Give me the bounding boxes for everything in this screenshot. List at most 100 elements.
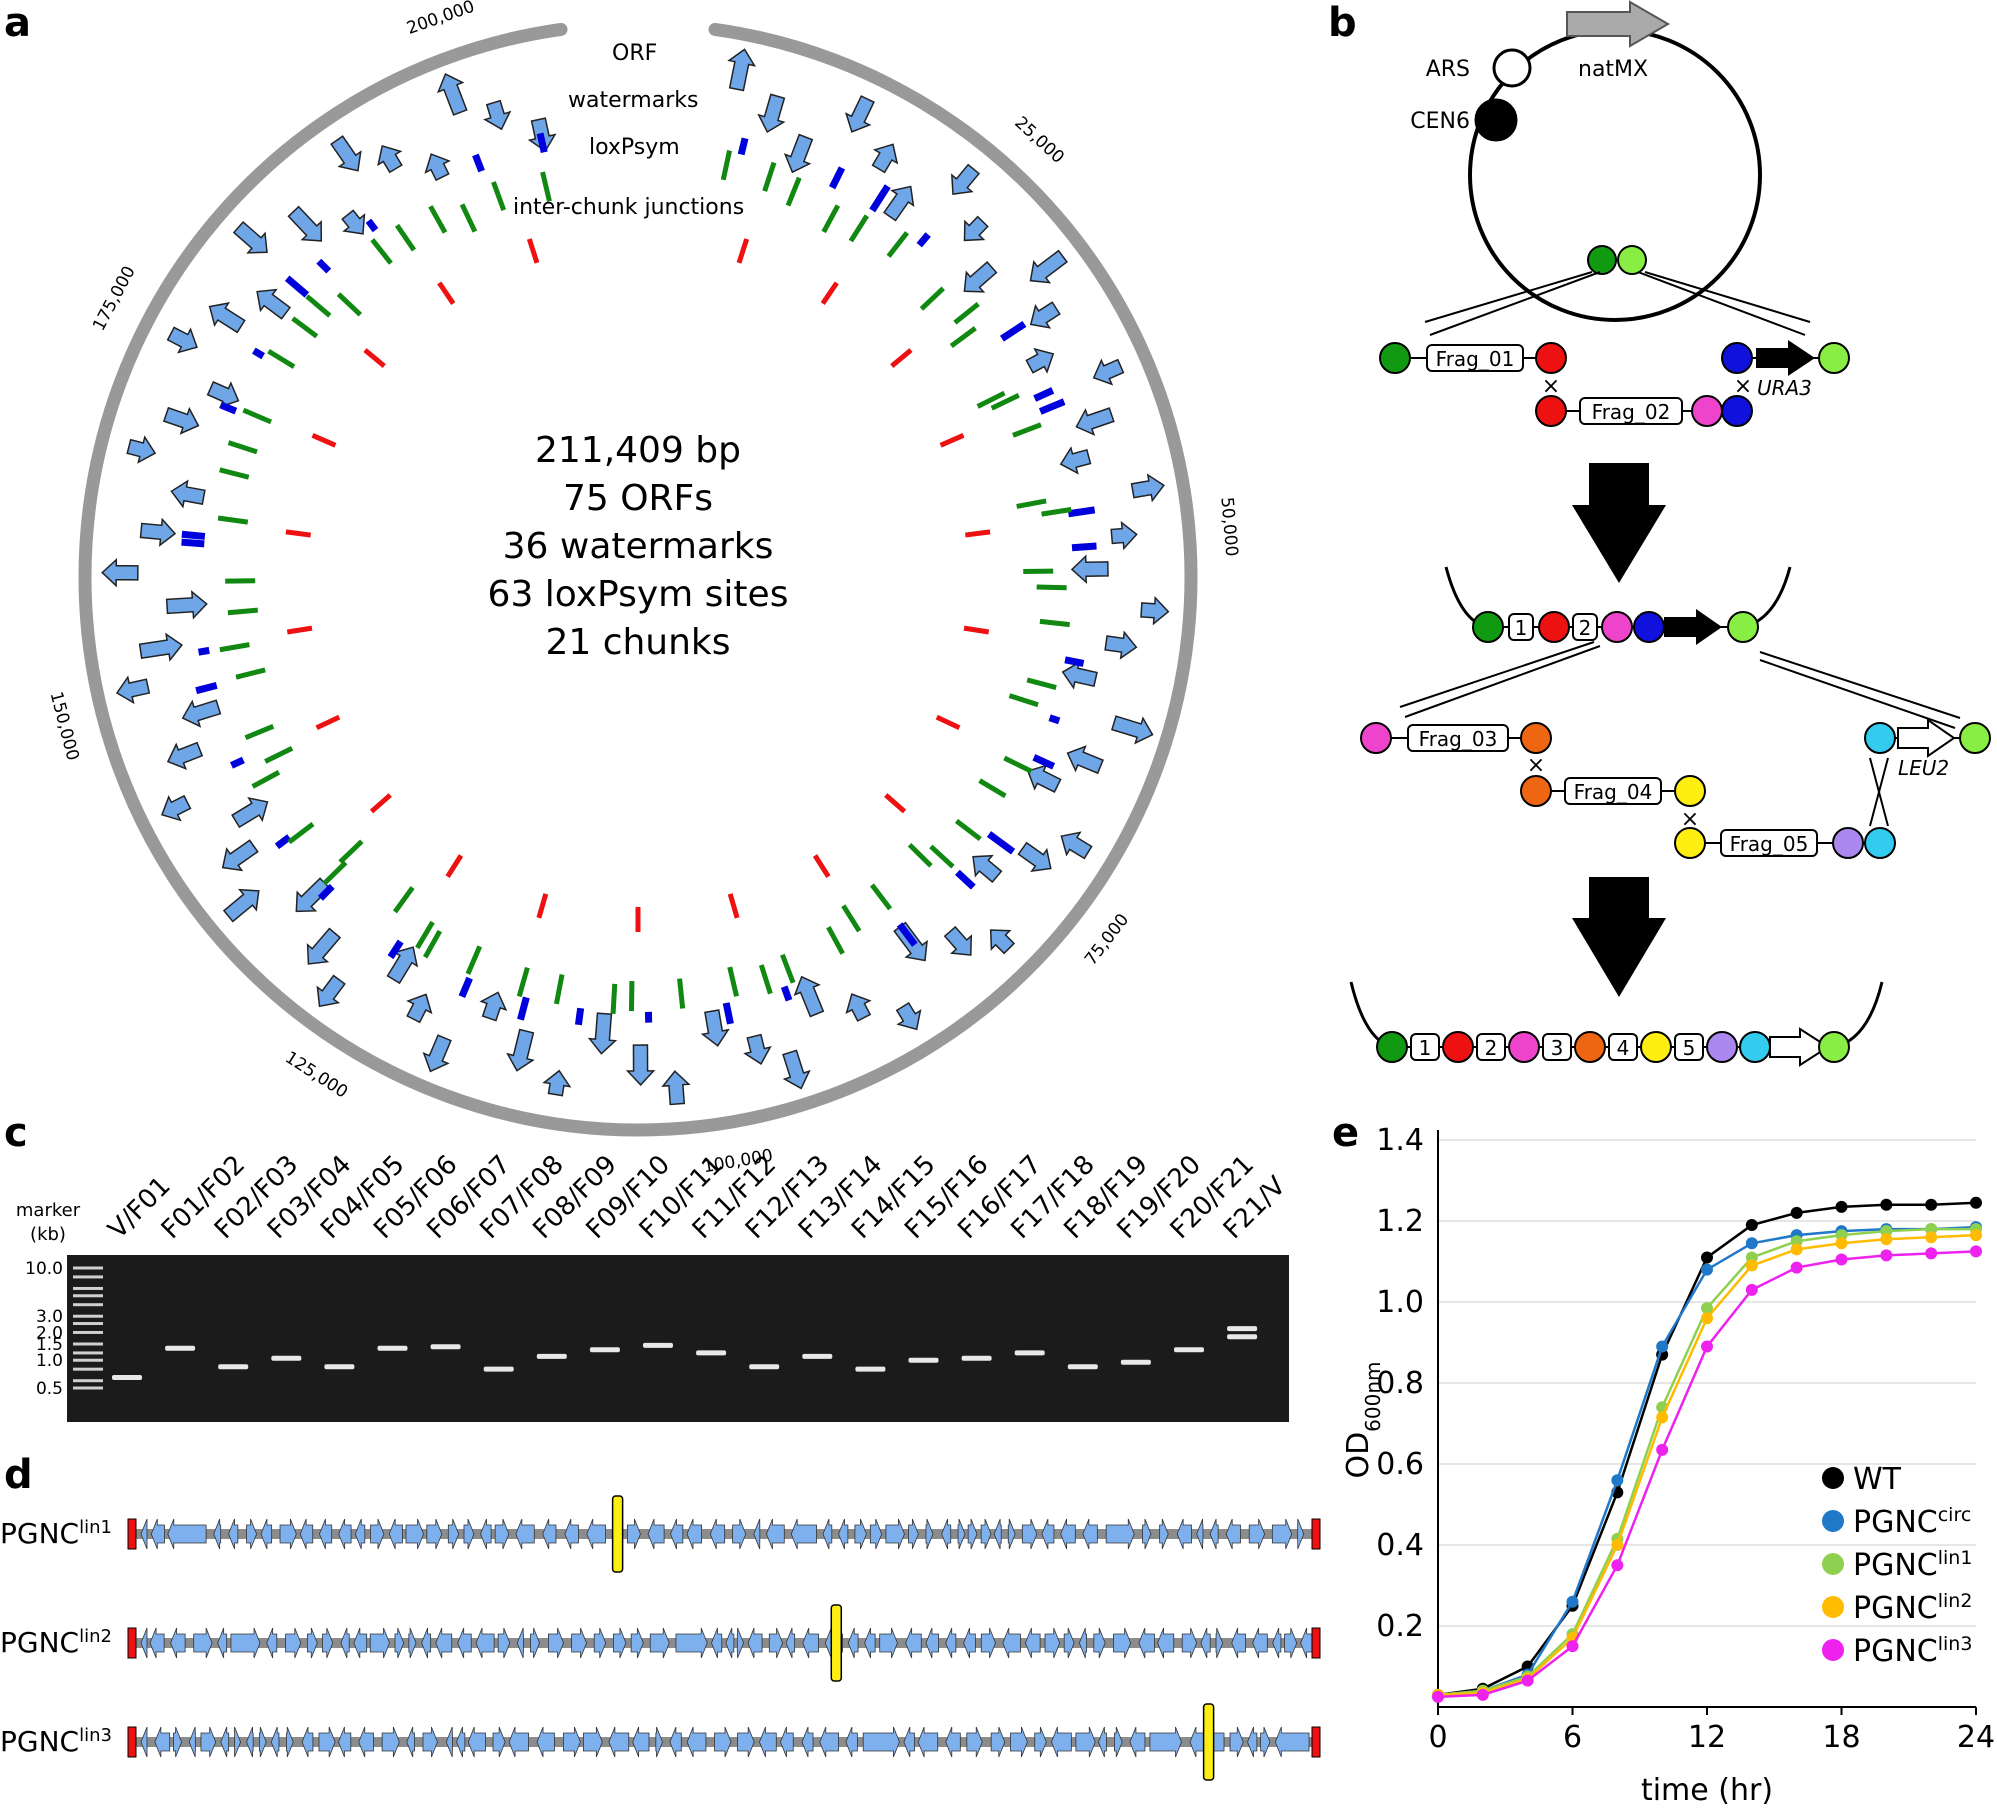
watermark-mark <box>780 985 793 1002</box>
orf-arrow-icon <box>862 1726 900 1758</box>
series-point <box>1701 1312 1713 1325</box>
orf-arrow-icon <box>990 1726 1006 1758</box>
junction-mark <box>445 854 464 878</box>
series-point <box>1970 1229 1982 1242</box>
orf-arrow-icon <box>1157 1627 1175 1659</box>
loxpsym-mark <box>219 467 250 480</box>
orf-arrow-icon <box>479 991 508 1022</box>
orf-arrow-icon <box>1110 715 1154 745</box>
gel-band <box>802 1353 833 1359</box>
watermark-mark <box>387 939 404 960</box>
orf-arrow-icon <box>447 1518 460 1550</box>
marker-size-label: 1.5 <box>36 1335 63 1355</box>
loxpsym-mark <box>491 181 507 212</box>
orf-arrow-icon <box>686 1726 707 1758</box>
orf-arrow-icon <box>753 1518 761 1550</box>
intermediate-construct: 1 2 <box>1399 566 1961 729</box>
legend-entry-sup: lin1 <box>1938 1547 1973 1569</box>
loxpsym-mark <box>785 176 802 207</box>
orf-arrow-icon <box>980 1627 996 1659</box>
orf-arrow-icon <box>925 1518 934 1550</box>
orf-arrow-icon <box>230 1627 261 1659</box>
linearization-site-marker <box>1202 1703 1215 1781</box>
gel-band <box>430 1344 461 1350</box>
orf-arrow-icon <box>1209 1518 1219 1550</box>
watermark-mark <box>1032 754 1056 770</box>
panel-c: c marker (kb) V/F01F01/F02F02/F03F03/F04… <box>4 1110 1292 1422</box>
fragment-box-label: 4 <box>1617 1036 1630 1060</box>
orf-arrow-icon <box>1070 554 1109 584</box>
orf-arrow-icon <box>1149 1726 1182 1758</box>
loxpsym-mark <box>1016 498 1047 509</box>
loxpsym-mark <box>553 974 565 1005</box>
orf-arrow-icon <box>1092 358 1125 386</box>
orf-arrow-icon <box>1247 1726 1258 1758</box>
genome-tick-label: 50,000 <box>1216 496 1241 557</box>
leu2-arrow-icon <box>1897 718 1956 758</box>
watermark-mark <box>472 153 485 173</box>
orf-arrow-icon <box>330 135 362 172</box>
orf-arrow-icon <box>1002 1627 1021 1659</box>
watermark-mark <box>229 756 245 769</box>
panel-a-label: a <box>4 0 31 46</box>
loxpsym-mark <box>886 231 909 258</box>
series-point <box>1925 1231 1938 1244</box>
series-point <box>1566 1640 1579 1653</box>
loxpsym-mark <box>1012 422 1042 438</box>
orf-arrow-icon <box>1113 1627 1132 1659</box>
gel-band <box>112 1374 142 1380</box>
orf-arrow-icon <box>945 1726 961 1758</box>
orf-arrow-icon <box>338 1726 352 1758</box>
cen6-element <box>1474 98 1518 142</box>
orf-arrow-icon <box>1044 1627 1061 1659</box>
x-tick-label: 24 <box>1957 1720 1995 1755</box>
loxpsym-mark <box>610 983 618 1015</box>
loxpsym-mark <box>1026 677 1057 691</box>
orf-arrow-icon <box>963 260 998 293</box>
ladder-band <box>73 1330 103 1334</box>
loxpsym-mark <box>1039 618 1071 628</box>
orf-arrow-icon <box>1231 1627 1246 1659</box>
orf-arrow-icon <box>882 185 915 222</box>
orf-arrow-icon <box>972 854 1003 884</box>
orf-arrow-icon <box>221 839 259 872</box>
gel-band <box>377 1345 408 1351</box>
orf-arrow-icon <box>166 741 204 770</box>
watermark-mark <box>1071 542 1097 552</box>
orf-arrow-icon <box>1060 1518 1076 1550</box>
gel-band <box>696 1350 727 1356</box>
orf-arrow-icon <box>732 1518 747 1550</box>
watermark-mark <box>274 834 292 850</box>
loxpsym-mark <box>264 745 294 764</box>
y-tick-label: 1.4 <box>1376 1123 1424 1158</box>
orf-arrow-icon <box>1272 1627 1282 1659</box>
legend-entry: PGNCcirc <box>1853 1504 1971 1540</box>
orf-arrow-icon <box>213 1518 222 1550</box>
orf-arrow-icon <box>370 1518 385 1550</box>
loxpsym-mark <box>727 966 740 997</box>
orf-arrow-icon <box>669 1726 682 1758</box>
loxpsym-mark <box>370 238 393 265</box>
natmx-arrow-icon <box>1566 0 1670 48</box>
orf-arrow-icon <box>950 163 981 195</box>
gel-band <box>1120 1359 1151 1365</box>
orf-arrow-icon <box>548 1627 564 1659</box>
orf-arrow-icon <box>234 1726 241 1758</box>
orf-arrow-icon <box>649 1627 670 1659</box>
loxpsym-mark <box>720 150 732 181</box>
junction-mark <box>890 348 913 368</box>
orf-arrow-icon <box>542 1518 557 1550</box>
series-point <box>1880 1233 1893 1246</box>
orf-arrow-icon <box>963 1627 976 1659</box>
series-point <box>1745 1237 1758 1250</box>
loxpsym-mark <box>394 223 417 252</box>
orf-arrow-icon <box>966 1726 983 1758</box>
y-tick-label: 0.4 <box>1376 1528 1424 1563</box>
watermark-mark <box>916 232 931 248</box>
orf-arrow-icon <box>222 888 260 923</box>
linearization-site-marker <box>611 1495 624 1573</box>
plasmid-homology-lightgreen <box>1617 245 1647 275</box>
leu2-arrow-icon <box>1769 1027 1830 1067</box>
legend-entry: WT <box>1853 1462 1902 1497</box>
orf-arrow-icon <box>508 1726 529 1758</box>
